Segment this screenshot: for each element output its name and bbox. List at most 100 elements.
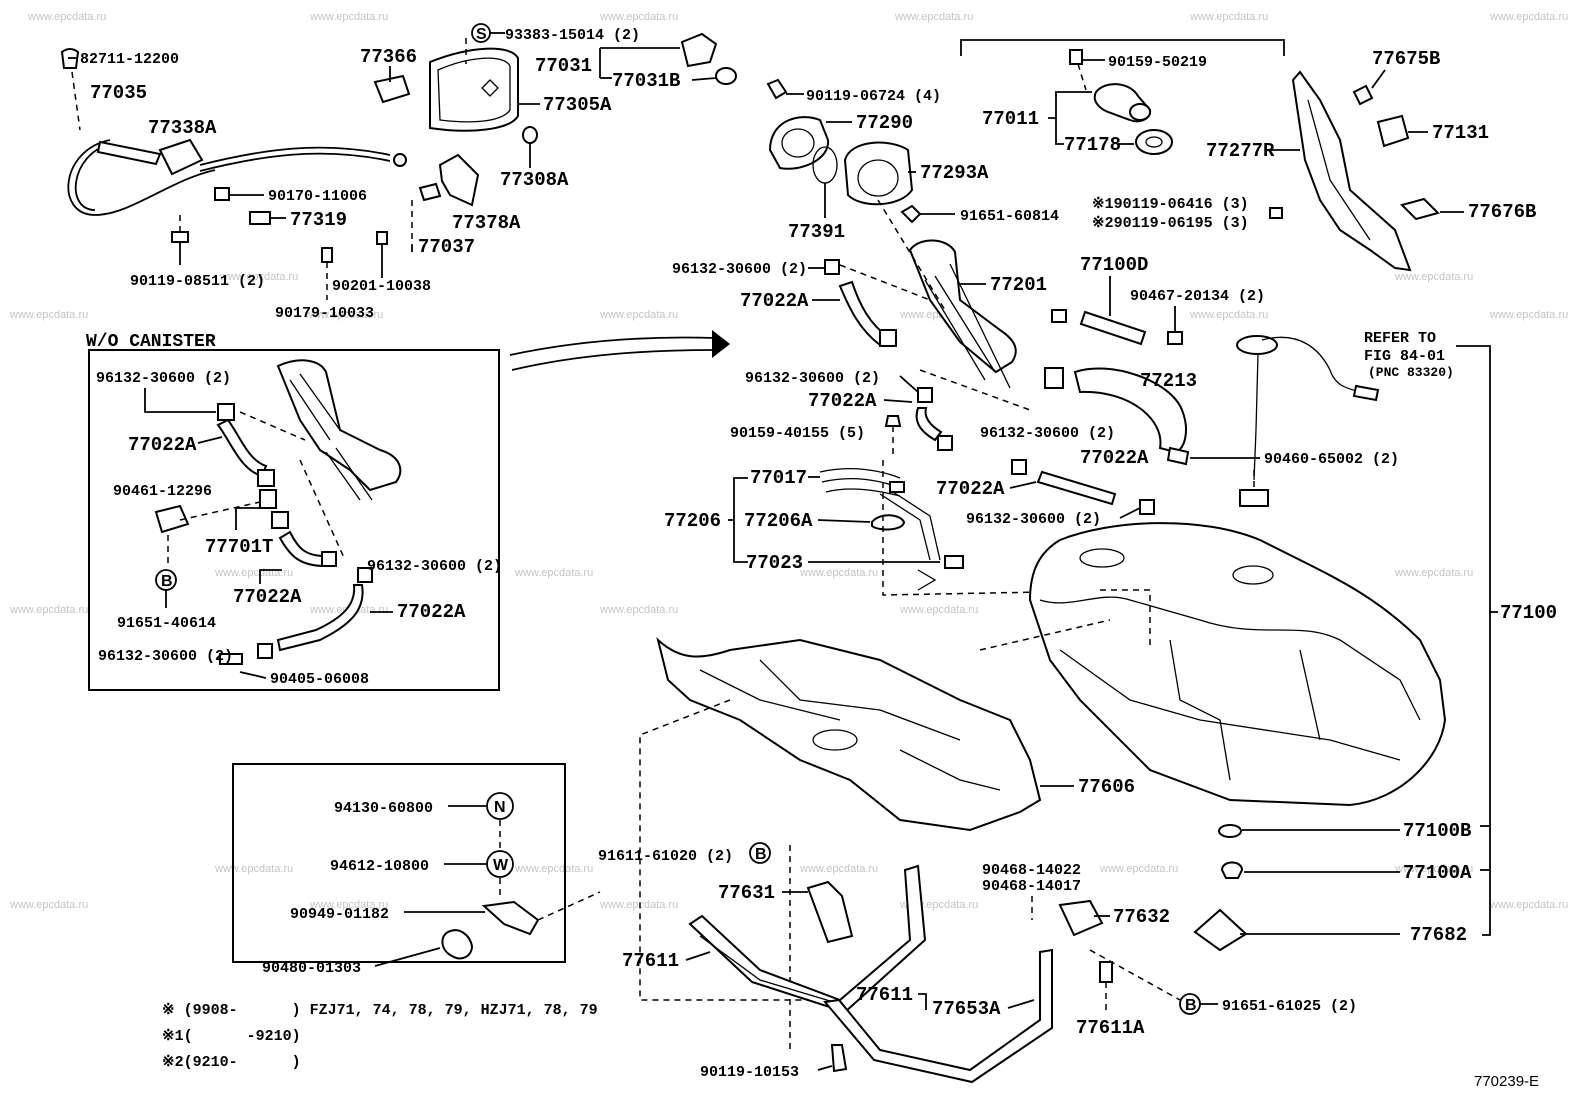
leader-line xyxy=(239,671,267,679)
part-label: 90170-11006 xyxy=(268,188,367,205)
part-label: 77293A xyxy=(920,162,989,184)
clip-part xyxy=(1352,84,1374,106)
part-label: 77213 xyxy=(1140,370,1197,392)
part-label: 77022A xyxy=(1080,447,1149,469)
bracket-part xyxy=(1400,197,1440,221)
circle-letter: B xyxy=(755,846,767,863)
screw-part xyxy=(766,78,788,100)
grommet-part xyxy=(871,514,906,531)
arrow-head-icon xyxy=(712,330,730,358)
part-label: 90179-10033 xyxy=(275,305,374,322)
part-label: 77037 xyxy=(418,236,475,258)
leader-line xyxy=(1007,999,1035,1009)
part-label: 77201 xyxy=(990,274,1047,296)
part-label: 91651-61025 (2) xyxy=(1222,998,1357,1015)
part-label: 77391 xyxy=(788,221,845,243)
part-label: 77606 xyxy=(1078,776,1135,798)
part-label: 77035 xyxy=(90,82,147,104)
bracket-line xyxy=(728,477,748,563)
screw-part xyxy=(884,415,902,427)
part-label: 96132-30600 (2) xyxy=(96,370,231,387)
leader-line xyxy=(817,1065,833,1071)
watermark: www.epcdata.ru xyxy=(9,604,88,616)
part-label: 90480-01303 xyxy=(262,960,361,977)
leader-line xyxy=(979,619,1111,651)
leader-line xyxy=(1077,63,1087,91)
part-label: 94612-10800 xyxy=(330,858,429,875)
part-label: 90949-01182 xyxy=(290,906,389,923)
shield-part xyxy=(1291,70,1412,272)
hose-part xyxy=(276,584,364,652)
part-label: 77611 xyxy=(856,984,913,1006)
part-label: 77022A xyxy=(936,478,1005,500)
leader-line xyxy=(235,507,262,530)
part-label: ※290119-06195 (3) xyxy=(1092,215,1249,232)
watermark: www.epcdata.ru xyxy=(9,899,88,911)
watermark: www.epcdata.ru xyxy=(9,309,88,321)
breather-tube xyxy=(924,275,996,381)
leader-line xyxy=(374,947,441,967)
fuel-lid-group: 77366 S 93383-15014 (2) 77031 77031B 773… xyxy=(275,23,737,322)
clamp-part xyxy=(217,403,235,421)
leader-line xyxy=(839,264,931,301)
cable-part xyxy=(67,139,216,216)
tank-accessories: 77100B 77100A 77682 xyxy=(1193,820,1472,952)
inlet-hole xyxy=(857,159,899,197)
shield-edge xyxy=(1307,99,1371,241)
part-label: 77277R xyxy=(1206,140,1275,162)
clamp-part xyxy=(917,387,933,403)
clamp-part xyxy=(937,435,953,451)
screw-part xyxy=(900,204,922,224)
clamp-part xyxy=(257,643,273,659)
part-label: 77675B xyxy=(1372,48,1440,70)
leader-line xyxy=(919,369,1031,411)
part-label: 90201-10038 xyxy=(332,278,431,295)
cushion-part xyxy=(1376,114,1410,148)
note-line: ※2(9210- ) xyxy=(162,1054,301,1071)
leader-line xyxy=(239,411,306,441)
leader-line xyxy=(259,569,282,584)
part-label: 96132-30600 (2) xyxy=(745,370,880,387)
bumper-part xyxy=(715,67,737,85)
strap-part xyxy=(823,948,1053,1084)
watermark: www.epcdata.ru xyxy=(514,567,593,579)
cushion-part xyxy=(1058,899,1104,937)
connector-part xyxy=(944,555,964,569)
tank-ridge xyxy=(1039,596,1421,721)
part-label: 77653A xyxy=(932,998,1001,1020)
wo-canister-box: W/O CANISTER 96132-30600 (2) 77022A 9046… xyxy=(86,332,502,691)
watermark: www.epcdata.ru xyxy=(599,11,678,23)
part-label: 77022A xyxy=(233,586,302,608)
part-label: 77100 xyxy=(1500,602,1557,624)
hinge-part xyxy=(680,32,718,68)
cable-part xyxy=(199,152,391,172)
part-label: 96132-30600 (2) xyxy=(367,558,502,575)
watermark: www.epcdata.ru xyxy=(1489,309,1568,321)
connector-part xyxy=(1352,384,1380,402)
screw-part xyxy=(1069,49,1083,65)
part-label: 91651-60814 xyxy=(960,208,1059,225)
tank-port xyxy=(1232,565,1274,585)
circle-letter: W xyxy=(493,857,509,874)
part-label: 77023 xyxy=(746,552,803,574)
protector-part xyxy=(656,637,1042,832)
shield-group: 77675B 77131 77277R ※190119-06416 (3) ※2… xyxy=(1092,48,1536,272)
inlet-housing-part xyxy=(843,141,914,206)
fuel-tube-end xyxy=(917,569,937,591)
fuel-lid-edge xyxy=(437,57,511,123)
watermark: www.epcdata.ru xyxy=(219,271,298,283)
part-label: 93383-15014 (2) xyxy=(505,27,640,44)
protector: 77606 xyxy=(639,619,1135,1001)
clamp-part xyxy=(824,259,840,275)
part-label: 77676B xyxy=(1468,201,1536,223)
leader-line xyxy=(817,519,871,523)
cap-end-part xyxy=(1129,103,1151,121)
clamp-part xyxy=(271,511,289,529)
watermark: www.epcdata.ru xyxy=(599,309,678,321)
lock-bracket-part xyxy=(438,153,480,207)
circle-letter: B xyxy=(1185,997,1197,1014)
part-label: 77100B xyxy=(1403,820,1471,842)
leader-line xyxy=(1009,481,1037,489)
spring-part xyxy=(373,74,411,104)
circle-letter: B xyxy=(161,573,173,590)
